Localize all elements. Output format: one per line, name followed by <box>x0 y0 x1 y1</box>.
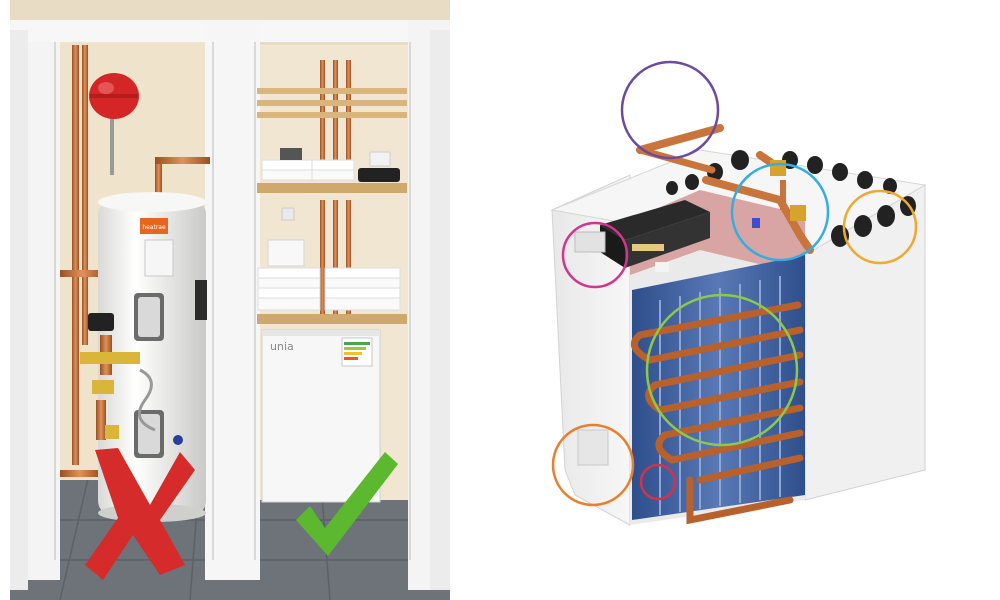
cylinder-brand: heatrae <box>142 224 166 231</box>
cross-icon <box>85 448 195 580</box>
highlight-orange-bottom <box>551 423 635 507</box>
highlight-magenta <box>561 221 629 289</box>
center-door-frame <box>205 20 260 580</box>
top-ports <box>666 150 916 247</box>
highlight-green <box>645 293 799 447</box>
brand-badge <box>140 218 168 234</box>
thermal-store-cutaway <box>550 60 927 526</box>
airing-shelves <box>257 60 407 324</box>
highlight-red <box>639 463 677 501</box>
check-icon <box>296 452 398 556</box>
battery-brand: unia <box>270 340 294 353</box>
highlight-purple <box>620 60 720 160</box>
highlight-orange-top <box>842 189 918 265</box>
control-module <box>574 200 710 272</box>
heat-exchanger-coils <box>630 301 804 525</box>
phase-change-tank <box>632 255 805 520</box>
valve-cluster <box>80 280 207 440</box>
expansion-vessel <box>89 73 139 175</box>
thermal-battery-unit: unia <box>261 329 381 503</box>
highlight-circles <box>551 60 918 507</box>
highlight-cyan <box>730 162 830 262</box>
cupboard-photo: heatrae <box>10 0 450 600</box>
